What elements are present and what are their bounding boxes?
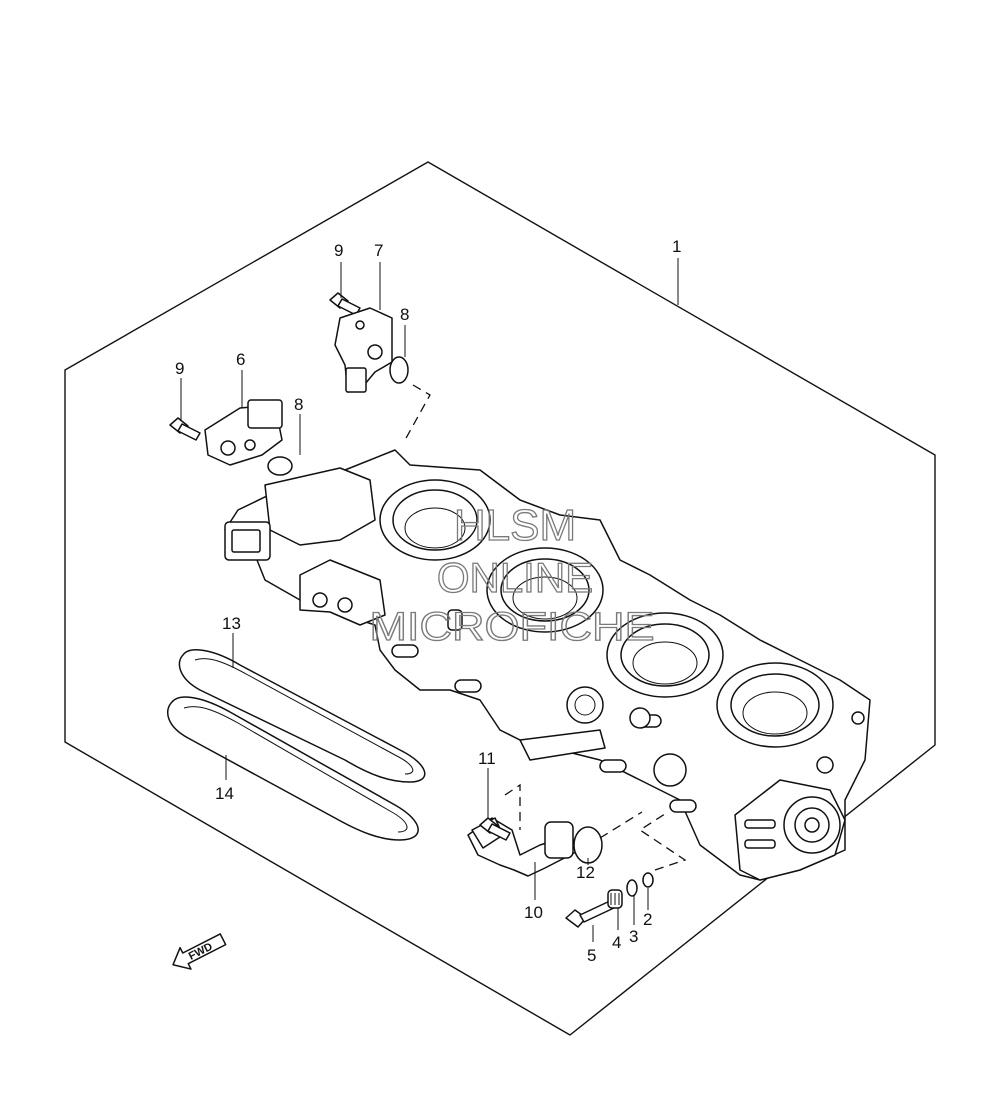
- watermark-line-1: HLSM: [454, 501, 576, 550]
- part-8-o-ring-top: [389, 356, 409, 384]
- part-12-o-ring: [573, 826, 603, 864]
- throttle-bore-4: [716, 662, 834, 748]
- watermark-line-3: MICROFICHE: [370, 605, 655, 649]
- assembly-guide-12: [599, 811, 643, 839]
- part-11-screw: [479, 817, 511, 841]
- throttle-bore-2: [486, 547, 604, 633]
- part-9-screw-top: [329, 292, 361, 316]
- part-14-seal: [166, 696, 419, 841]
- throttle-bore-1: [379, 479, 491, 561]
- assembly-guide-11: [504, 783, 521, 830]
- assembly-guide-7: [404, 384, 431, 441]
- part-5-adjust-screw: [565, 899, 617, 928]
- part-13-seal: [178, 649, 426, 783]
- callout-9-left: 9: [175, 359, 184, 378]
- part-4-spring: [607, 889, 623, 909]
- callout-2: 2: [643, 910, 652, 929]
- callout-14: 14: [215, 784, 234, 803]
- callout-8-left: 8: [294, 395, 303, 414]
- callout-6: 6: [236, 350, 245, 369]
- part-7-throttle-position-sensor: [334, 307, 393, 393]
- assembly-outline: [64, 161, 936, 1036]
- part-6-pressure-sensor: [204, 399, 283, 466]
- part-8-o-ring-left: [267, 456, 293, 476]
- callout-13: 13: [222, 614, 241, 633]
- callout-4: 4: [612, 933, 621, 952]
- assembly-guide-2-5: [638, 811, 687, 871]
- throttle-bore-3: [606, 612, 724, 698]
- throttle-body: [224, 449, 871, 881]
- callout-12: 12: [576, 863, 595, 882]
- part-2-o-ring: [642, 872, 654, 888]
- callout-10: 10: [524, 903, 543, 922]
- callout-11: 11: [478, 749, 496, 768]
- leader-lines: [180, 258, 679, 942]
- fwd-label: FWD: [187, 941, 215, 963]
- throttle-pulley: [734, 711, 865, 881]
- callout-1: 1: [672, 237, 681, 256]
- callout-7: 7: [374, 241, 383, 260]
- callout-9-top: 9: [334, 241, 343, 260]
- forward-direction-arrow: FWD: [172, 933, 227, 970]
- idle-control-section: [519, 686, 687, 787]
- watermark-line-2: ONLINE: [437, 554, 593, 601]
- callout-8-top: 8: [400, 305, 409, 324]
- watermark: HLSM ONLINE MICROFICHE: [369, 500, 655, 649]
- callout-3: 3: [629, 927, 638, 946]
- part-3-washer: [626, 879, 638, 897]
- part-9-screw-left: [169, 417, 201, 441]
- callout-5: 5: [587, 946, 596, 965]
